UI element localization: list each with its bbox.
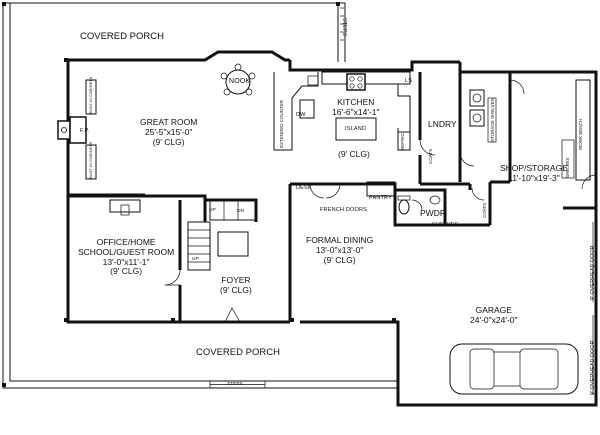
powder-label: PWDR: [420, 208, 446, 218]
dw-label: DW: [296, 112, 306, 118]
office-name-2: SCHOOL/GUEST ROOM: [78, 246, 175, 257]
office-desk: [109, 199, 141, 216]
nook-label: NOOK: [229, 78, 251, 85]
built-in-cabinet-bottom: [85, 144, 97, 180]
great-room-name: GREAT ROOM: [140, 117, 198, 127]
great-room-ceiling: (9' CLG): [152, 136, 185, 147]
office-size: 13'-0"x11'-1": [102, 256, 150, 267]
great-room-size: 25'-5"x15'-0": [144, 126, 193, 137]
foyer-label: FOYER (9' CLG): [220, 275, 252, 296]
coats-laundry-label: COATS: [428, 148, 433, 164]
covered-porch-bottom-label: COVERED PORCH: [196, 347, 280, 358]
shelves-label: SHELVES: [432, 222, 459, 228]
extended-counter-label: EXTENDED COUNTER: [279, 99, 284, 148]
built-ins-bottom-label: BUILT-IN CABINETS: [88, 141, 93, 179]
kitchen-size: 16'-6"x14'-1": [332, 106, 380, 117]
refrig-label: REFRIG: [400, 132, 405, 150]
fireplace: [57, 116, 87, 144]
exterior-walls: [66, 50, 598, 407]
steps-top-label: STEPS: [341, 18, 347, 37]
pantry-label: PANTRY: [369, 195, 393, 201]
up-stair-label: UP: [209, 208, 216, 213]
overhead-door-2-label: 9' OVERHEAD DOOR: [590, 340, 596, 395]
porch-outline: [2, 2, 398, 389]
shop-size: 11'-10"x19'-3": [508, 172, 560, 183]
great-room-label: GREAT ROOM 25'-5"x15'-0" (9' CLG): [140, 117, 198, 147]
work-bench: [575, 79, 591, 181]
porch-posts: [2, 2, 396, 387]
kitchen-label: KITCHEN 16'-6"x14'-1": [332, 97, 380, 118]
steps-bottom: [209, 380, 266, 389]
fp-label: F.P.: [80, 128, 90, 134]
shop-label: SHOP/STORAGE 11'-10"x19'-3": [500, 163, 568, 184]
french-doors-label: FRENCH DOORS: [320, 207, 368, 213]
formal-dining-ceiling: (9' CLG): [323, 254, 356, 265]
dn-label: DN: [237, 209, 244, 214]
shelves-shop-label: SHELVES: [565, 157, 570, 178]
nook-table: [220, 63, 256, 96]
formal-dining-label: FORMAL DINING 13'-0"x13'-0" (9' CLG): [306, 235, 374, 265]
office-name-1: OFFICE/HOME: [96, 237, 156, 247]
up-office-label: UP: [192, 257, 199, 262]
work-bench-label: WORK BENCH: [578, 118, 583, 150]
laundry-label: LNDRY: [428, 119, 457, 129]
stairs: [187, 199, 257, 271]
shop-name: SHOP/STORAGE: [500, 163, 568, 173]
powder-fixtures: [397, 195, 441, 215]
car: [449, 343, 579, 395]
garage-label: GARAGE 24'-0"x24'-0": [470, 305, 518, 326]
laundry-machines: [469, 89, 497, 143]
steps-bottom-label: STEPS: [227, 382, 243, 387]
overhead-door-1-label: 9' OVERHEAD DOOR: [590, 245, 596, 300]
built-ins-top-label: BUILT-IN CABINETS: [88, 76, 93, 114]
covered-porch-top-label: COVERED PORCH: [80, 31, 164, 42]
desk-label: DESK: [296, 185, 312, 191]
kitchen-name: KITCHEN: [337, 97, 375, 107]
steps-top: [340, 7, 344, 41]
formal-dining-name: FORMAL DINING: [306, 235, 374, 245]
storage-shelves-label: STORAGE SHELVES: [490, 98, 495, 142]
ls-label: LS: [405, 78, 413, 84]
built-in-cabinet-top: [85, 79, 97, 115]
coats-pwdr-label: COATS: [482, 202, 487, 218]
office-ceiling: (9' CLG): [110, 266, 143, 277]
kitchen-ceiling: (9' CLG): [338, 149, 370, 159]
foyer-name: FOYER: [221, 275, 251, 285]
garage-name: GARAGE: [475, 305, 512, 315]
shelves-shop: [561, 139, 575, 179]
foyer-ceiling: (9' CLG): [220, 284, 252, 295]
office-label: OFFICE/HOME SCHOOL/GUEST ROOM 13'-0"x11'…: [78, 237, 175, 277]
garage-size: 24'-0"x24'-0": [470, 314, 518, 325]
island-label: ISLAND: [345, 126, 367, 132]
doors: [164, 79, 597, 323]
kitchen-counters: [273, 71, 411, 151]
formal-dining-size: 13'-0"x13'-0": [315, 244, 364, 255]
